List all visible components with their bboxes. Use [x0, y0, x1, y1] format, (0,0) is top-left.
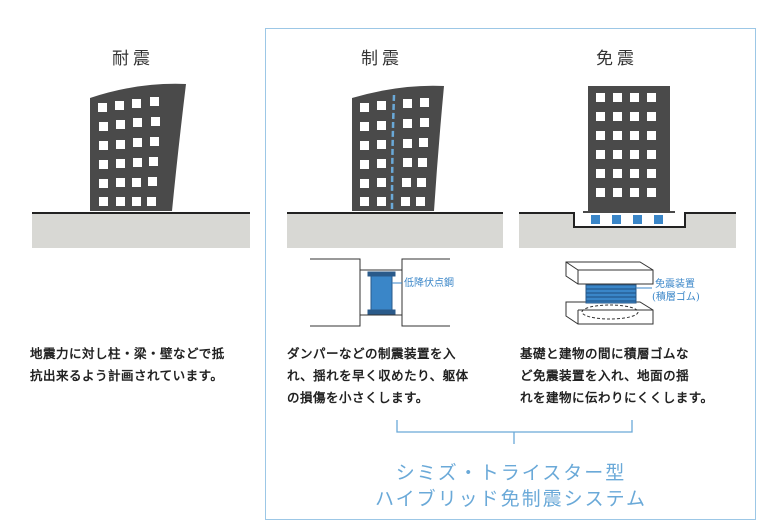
hybrid-system-frame — [265, 28, 756, 520]
isolator-label-1: 免震装置 — [655, 279, 695, 290]
menshin-building — [588, 86, 670, 211]
bracket — [396, 420, 633, 444]
title-menshin: 免震 — [596, 49, 638, 69]
isolator-detail — [565, 261, 654, 325]
menshin-ground — [519, 211, 736, 248]
taishin-ground — [32, 212, 250, 248]
menshin-description: 基礎と建物の間に積層ゴムな ど免震装置を入れ、地面の揺 れを建物に伝わりにくくし… — [520, 346, 714, 405]
damper-detail — [310, 258, 450, 327]
seishin-building — [352, 85, 444, 212]
isolator-label-2: (積層ゴム) — [652, 292, 700, 303]
damper-label: 低降伏点鋼 — [404, 278, 454, 289]
title-seishin: 制震 — [361, 49, 403, 69]
system-title-line1: シミズ・トライスター型 — [395, 462, 627, 484]
system-title-line2: ハイブリッド免制震システム — [374, 488, 648, 510]
seishin-ground — [287, 212, 503, 248]
taishin-building — [90, 83, 186, 211]
title-taishin: 耐震 — [112, 49, 154, 69]
seishin-description: ダンパーなどの制震装置を入 れ、揺れを早く収めたり、躯体 の損傷を小さくします。 — [287, 346, 469, 405]
taishin-description: 地震力に対し柱・梁・壁などで抵 抗出来るよう計画されています。 — [30, 346, 225, 383]
